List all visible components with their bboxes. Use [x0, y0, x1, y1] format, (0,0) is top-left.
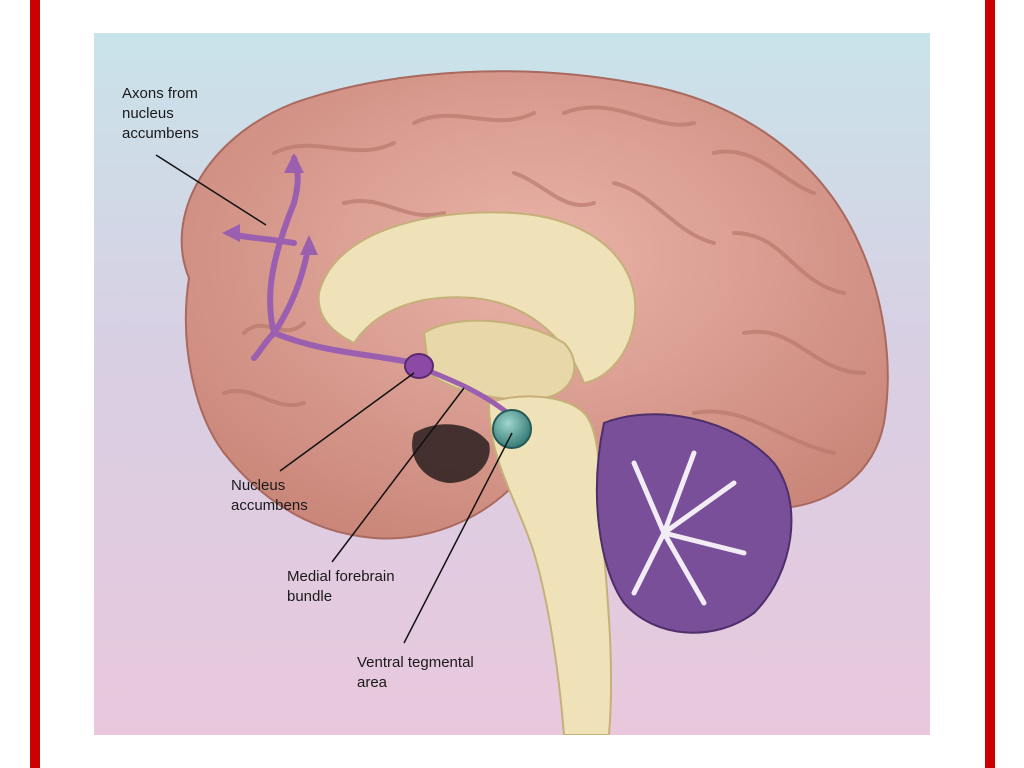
brain-illustration-panel [94, 33, 930, 735]
thalamus [422, 319, 576, 401]
brainstem [487, 395, 613, 735]
corpus-callosum [317, 211, 637, 385]
arbor-vitae [631, 450, 747, 606]
nucleus-accumbens [404, 353, 434, 379]
label-nucleus-accumbens: Nucleus accumbens [231, 477, 308, 514]
label-axons-from-nucleus-accumbens: Axons from nucleus accumbens [122, 85, 199, 142]
ventral-tegmental-area [492, 409, 532, 449]
frame-right-border [985, 0, 995, 768]
frame-left-border [30, 0, 40, 768]
label-medial-forebrain-bundle: Medial forebrain bundle [287, 568, 395, 605]
axon-arrowheads [222, 153, 318, 255]
brain-sagittal-illustration [155, 70, 889, 735]
label-ventral-tegmental-area: Ventral tegmental area [357, 654, 474, 691]
ventricle-cutaway [412, 424, 490, 483]
cerebellum [596, 413, 793, 634]
leader-lines [155, 154, 513, 644]
